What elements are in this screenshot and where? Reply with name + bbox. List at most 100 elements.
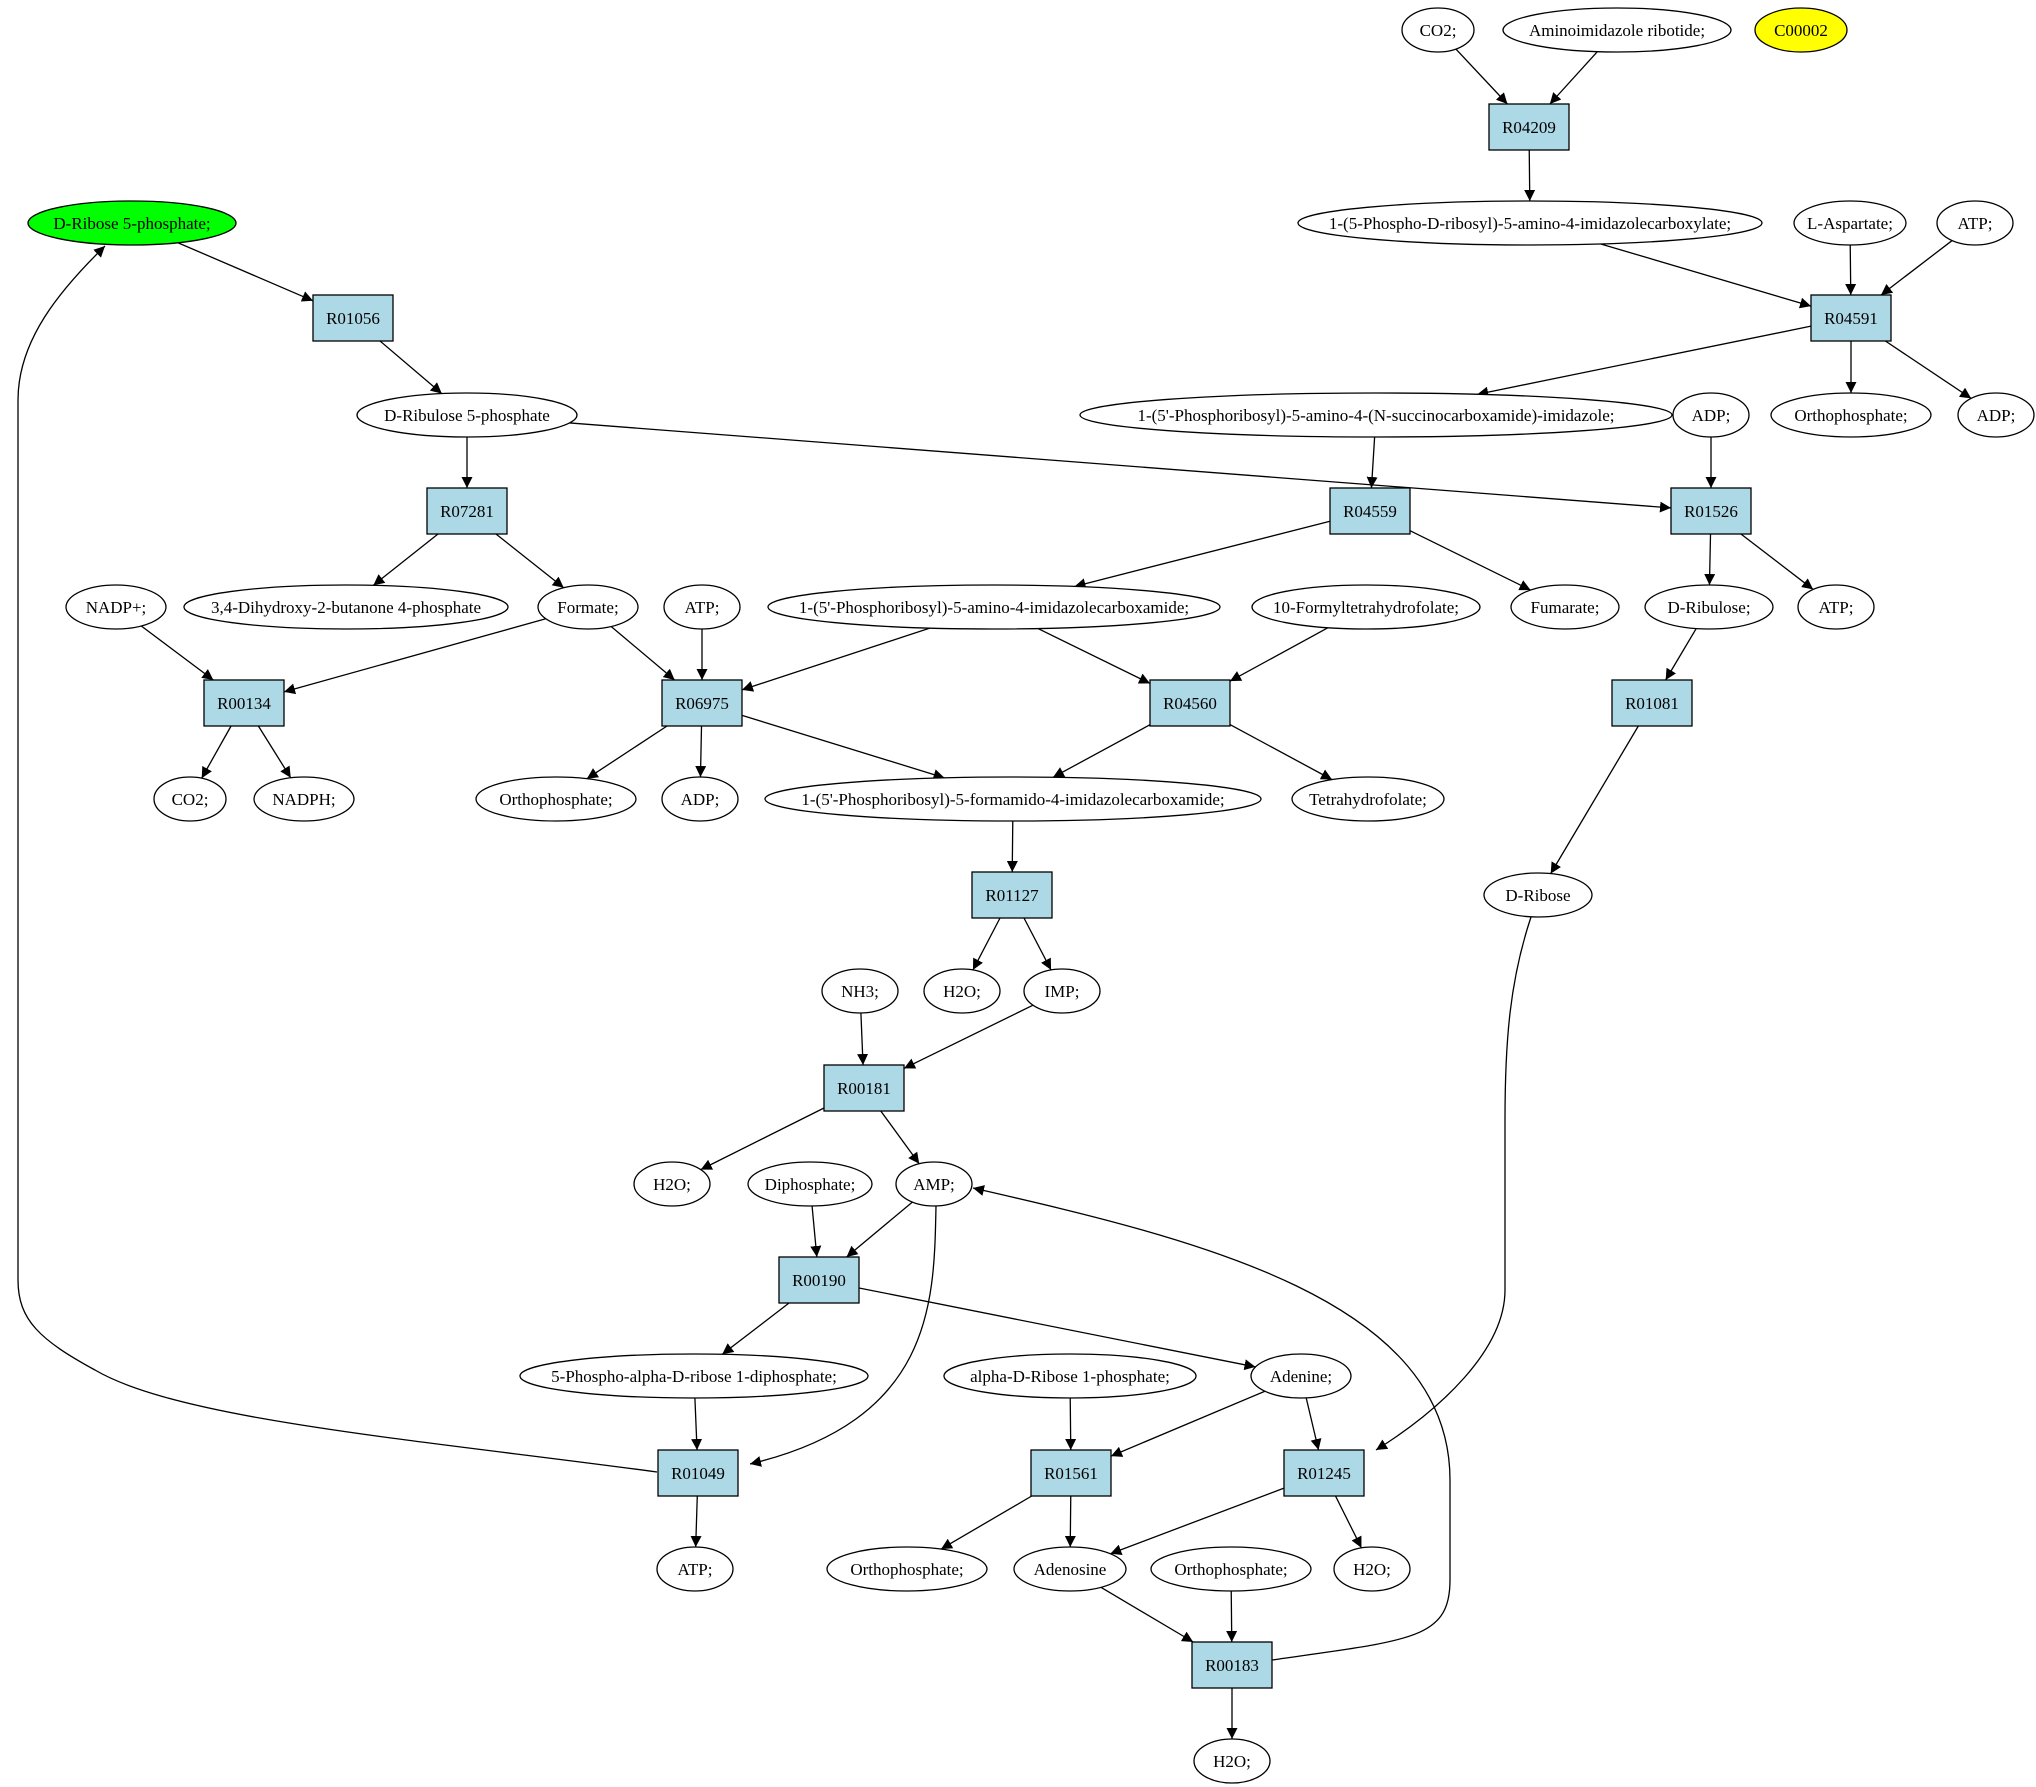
- reaction-node-r00134: R00134: [203, 679, 285, 727]
- node-shape: [356, 392, 578, 438]
- edge-r06975-to-c_adp_r06975: [695, 725, 707, 778]
- reaction-node-r04559: R04559: [1329, 487, 1411, 535]
- node-shape: [1797, 584, 1875, 630]
- node-shape: [747, 1161, 873, 1207]
- reaction-node-r00181: R00181: [823, 1064, 905, 1112]
- reaction-node-r04591: R04591: [1810, 294, 1892, 342]
- node-label: H2O;: [653, 1175, 691, 1194]
- edge-r00134-to-c_nadph: [257, 725, 292, 779]
- edge-r00181-to-c_h2o_r00181: [700, 1107, 825, 1171]
- edge-r00190-to-c_adenine: [858, 1287, 1256, 1371]
- node-label: R00181: [837, 1079, 891, 1098]
- compound-node-c_thf: Tetrahydrofolate;: [1291, 776, 1445, 822]
- node-label: Adenine;: [1270, 1367, 1332, 1386]
- edge-c_aicar-to-r04560: [1037, 627, 1151, 684]
- compound-node-c_imp: IMP;: [1023, 968, 1101, 1014]
- edge-c_imp-to-r00181: [903, 1004, 1034, 1069]
- node-shape: [1644, 584, 1774, 630]
- edge-r01561-to-c_pi_r01561: [940, 1495, 1033, 1550]
- reaction-node-r01127: R01127: [971, 871, 1053, 919]
- node-label: CO2;: [172, 790, 209, 809]
- edge-c_formate-to-r00134: [283, 618, 546, 695]
- node-shape: [1191, 1641, 1273, 1689]
- node-shape: [821, 968, 899, 1014]
- compound-node-c_ppi: Diphosphate;: [747, 1161, 873, 1207]
- edge-c_saicar-to-r04559: [1366, 436, 1378, 489]
- edge-c_ribulose-to-r01081: [1665, 628, 1697, 681]
- node-shape: [1672, 392, 1750, 438]
- edge-r07281-to-c_formate: [495, 533, 565, 589]
- node-label: ATP;: [1819, 598, 1854, 617]
- compound-node-c_nadph: NADPH;: [253, 776, 355, 822]
- compound-node-c_r5p: D-Ribose 5-phosphate;: [27, 200, 237, 246]
- node-label: 10-Formyltetrahydrofolate;: [1273, 598, 1459, 617]
- node-label: ATP;: [685, 598, 720, 617]
- node-shape: [764, 776, 1262, 822]
- edge-c_caair-to-r04591: [1600, 243, 1812, 309]
- edge-r00181-to-c_amp: [880, 1110, 920, 1165]
- compound-node-c_asp: L-Aspartate;: [1793, 200, 1907, 246]
- edge-c_r5p-to-r01056: [177, 242, 314, 302]
- edge-r01081-to-c_ribose: [1550, 725, 1639, 874]
- node-label: R01245: [1297, 1464, 1351, 1483]
- compound-node-c_adp_r04591: ADP;: [1957, 392, 2035, 438]
- node-label: D-Ribose 5-phosphate;: [53, 214, 210, 233]
- node-label: R01526: [1684, 502, 1738, 521]
- edge-r04559-to-c_aicar: [1074, 520, 1331, 590]
- compound-node-c_adp_r01526: ADP;: [1672, 392, 1750, 438]
- edge-c_aicar-to-r06975: [741, 627, 931, 692]
- node-label: 3,4-Dihydroxy-2-butanone 4-phosphate: [211, 598, 481, 617]
- node-shape: [823, 1064, 905, 1112]
- compound-node-c_adenine: Adenine;: [1250, 1353, 1352, 1399]
- node-shape: [943, 1353, 1197, 1399]
- node-shape: [537, 584, 639, 630]
- node-label: NH3;: [841, 982, 879, 1001]
- compound-node-c_nh3: NH3;: [821, 968, 899, 1014]
- node-label: R06975: [675, 694, 729, 713]
- reaction-node-r01561: R01561: [1030, 1449, 1112, 1497]
- node-shape: [475, 776, 637, 822]
- node-label: AMP;: [913, 1175, 955, 1194]
- node-label: R01127: [985, 886, 1039, 905]
- node-shape: [1510, 584, 1620, 630]
- node-shape: [1329, 487, 1411, 535]
- node-label: ADP;: [1977, 406, 2016, 425]
- node-label: L-Aspartate;: [1807, 214, 1893, 233]
- node-label: ADP;: [1692, 406, 1731, 425]
- compound-node-c_formate: Formate;: [537, 584, 639, 630]
- node-shape: [971, 871, 1053, 919]
- node-label: Orthophosphate;: [850, 1560, 963, 1579]
- reaction-node-r00183: R00183: [1191, 1641, 1273, 1689]
- node-shape: [203, 679, 285, 727]
- compound-node-c_ru5p: D-Ribulose 5-phosphate: [356, 392, 578, 438]
- edge-c_atp_r04591-to-r04591: [1880, 240, 1953, 296]
- node-label: R00183: [1205, 1656, 1259, 1675]
- nodes-layer: CO2;Aminoimidazole ribotide;C00002R04209…: [27, 7, 2035, 1784]
- node-label: R04560: [1163, 694, 1217, 713]
- node-label: Tetrahydrofolate;: [1309, 790, 1427, 809]
- node-shape: [826, 1546, 988, 1592]
- edge-r07281-to-c_dhbp: [372, 533, 439, 586]
- edge-c_formate-to-r06975: [610, 626, 676, 681]
- node-shape: [895, 1161, 973, 1207]
- node-shape: [426, 487, 508, 535]
- node-shape: [519, 1353, 869, 1399]
- edge-c_nh3-to-r00181: [857, 1012, 869, 1066]
- node-shape: [1502, 7, 1732, 53]
- edge-c_nadp-to-r00134: [140, 625, 214, 681]
- node-label: NADP+;: [86, 598, 147, 617]
- node-shape: [1770, 392, 1932, 438]
- node-shape: [27, 200, 237, 246]
- node-shape: [153, 776, 227, 822]
- edge-c_amp-to-r01049: [749, 1205, 937, 1467]
- reaction-node-r00190: R00190: [778, 1256, 860, 1304]
- edge-c_pi_r00183-to-r00183: [1226, 1590, 1238, 1643]
- node-shape: [1488, 103, 1570, 151]
- node-shape: [1013, 1546, 1127, 1592]
- edge-r04591-to-c_adp_r04591: [1885, 340, 1972, 399]
- edge-r01127-to-c_imp: [1023, 917, 1052, 971]
- node-shape: [1611, 679, 1693, 727]
- node-shape: [1079, 392, 1673, 438]
- compound-node-c_h2o_r00183: H2O;: [1193, 1738, 1271, 1784]
- node-label: Orthophosphate;: [1174, 1560, 1287, 1579]
